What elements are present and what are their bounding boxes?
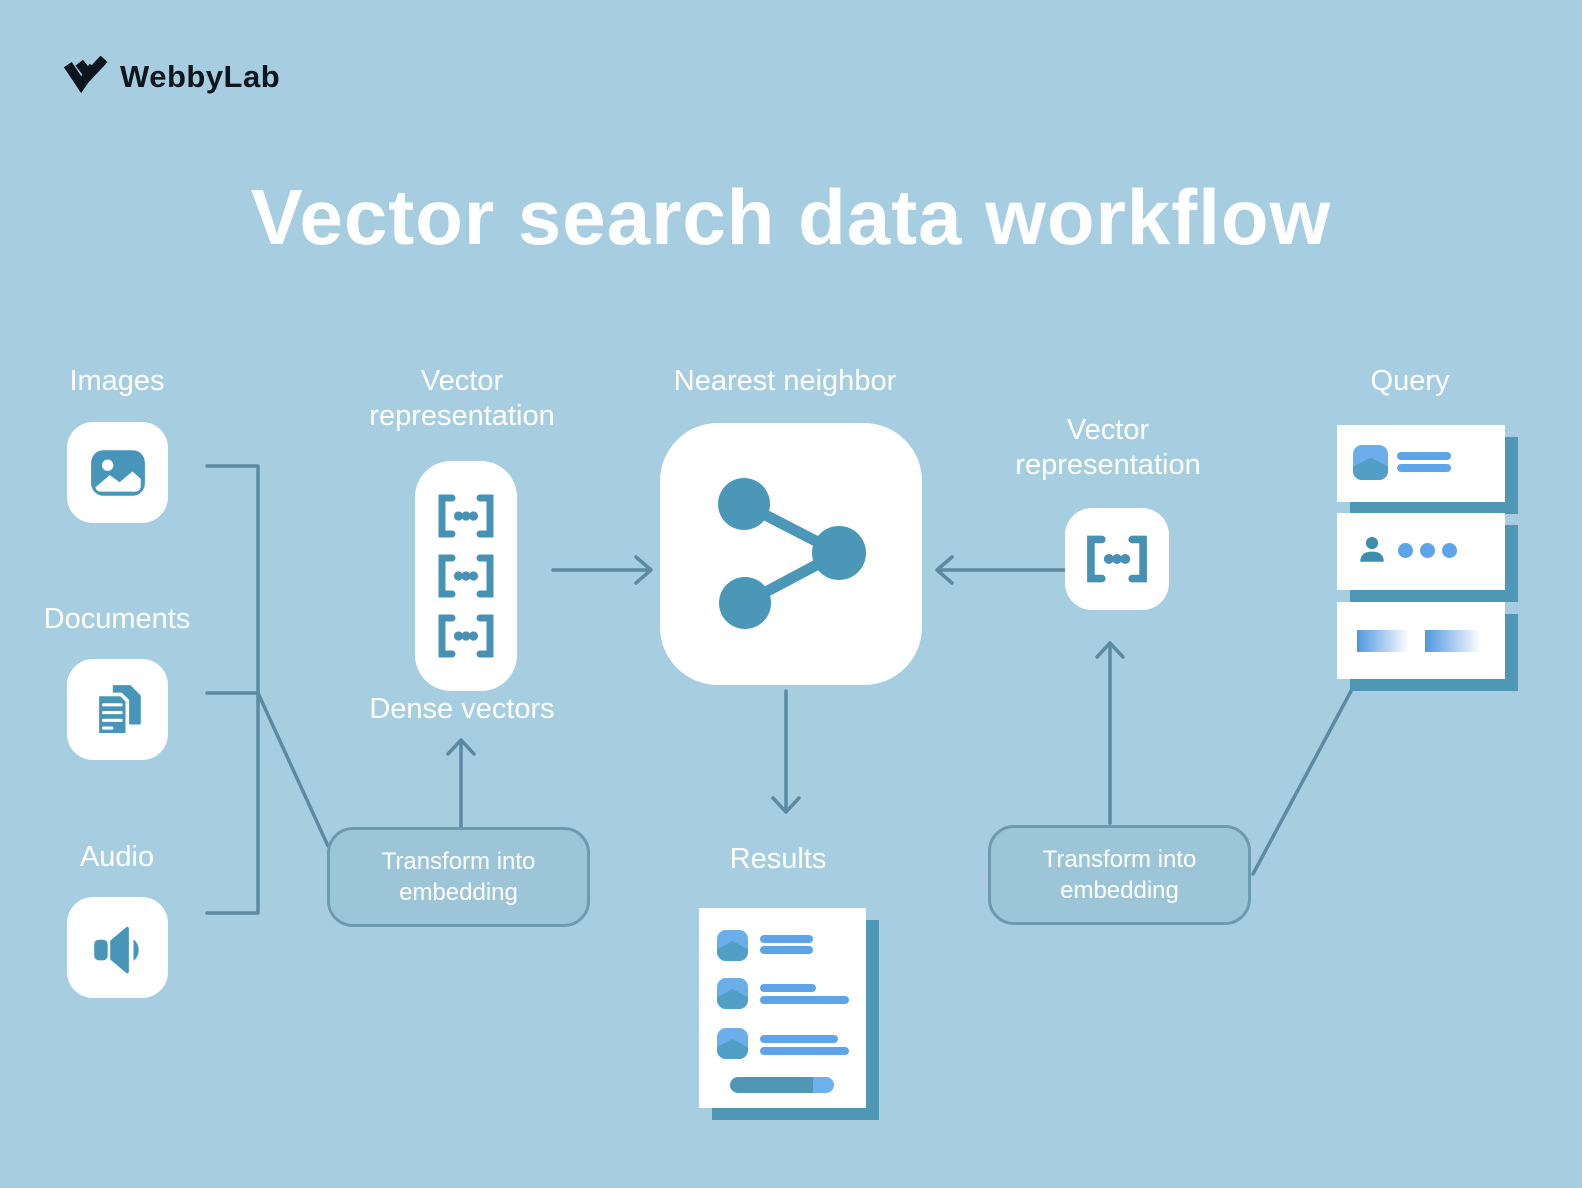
gradient-bar	[1425, 630, 1481, 652]
content-thumbnail-icon	[1353, 445, 1388, 480]
content-thumbnail-icon	[717, 1028, 748, 1059]
images-card	[67, 422, 168, 523]
ellipsis-dot	[1420, 543, 1435, 558]
image-icon	[90, 449, 145, 496]
documents-card	[67, 659, 168, 760]
dense-heading: Vector representation	[369, 365, 555, 433]
text-line	[1397, 452, 1451, 460]
transform-embedding-left: Transform into embedding	[327, 827, 590, 927]
dense-vectors-card	[415, 461, 517, 691]
logo-text: WebbyLab	[120, 59, 281, 94]
sources-bracket-line	[205, 464, 260, 915]
nearest-neighbor-card	[660, 423, 922, 685]
vector-brackets-icon	[1087, 535, 1147, 583]
nearest-neighbor-heading: Nearest neighbor	[673, 365, 897, 397]
query-card-3	[1337, 602, 1518, 691]
text-line	[760, 984, 816, 992]
ellipsis-dot	[1442, 543, 1457, 558]
text-line	[760, 946, 813, 954]
webbylab-mark-icon	[63, 56, 108, 94]
qvector-to-nn-arrow	[935, 555, 1067, 585]
query-card-1	[1337, 425, 1518, 514]
content-thumbnail-icon	[717, 930, 748, 961]
content-thumbnail-icon	[717, 978, 748, 1009]
transform-to-qvector-arrow	[1095, 641, 1125, 825]
sources-to-transform-line	[256, 691, 330, 848]
text-line	[1397, 464, 1451, 472]
dense-caption: Dense vectors	[369, 693, 555, 725]
documents-icon	[95, 684, 141, 737]
user-icon	[1360, 536, 1384, 562]
results-progress-bar	[730, 1077, 834, 1093]
graph-share-icon	[718, 478, 866, 629]
vector-brackets-icon	[438, 554, 494, 598]
gradient-bar	[1357, 630, 1409, 652]
transform-to-dense-arrow	[446, 738, 476, 830]
text-line	[760, 996, 849, 1004]
dense-to-nn-arrow	[551, 555, 653, 585]
images-label: Images	[69, 365, 165, 397]
results-card	[699, 908, 879, 1120]
text-line	[760, 935, 813, 943]
audio-icon	[93, 926, 139, 973]
text-line	[760, 1047, 849, 1055]
page-title: Vector search data workflow	[250, 173, 1332, 261]
query-vector-card	[1065, 508, 1169, 610]
query-card-2	[1337, 513, 1518, 602]
ellipsis-dot	[1398, 543, 1413, 558]
transform-embedding-right: Transform into embedding	[988, 825, 1251, 925]
results-heading: Results	[729, 843, 827, 875]
documents-label: Documents	[43, 603, 191, 635]
audio-label: Audio	[79, 841, 155, 873]
vector-brackets-icon	[438, 494, 494, 538]
query-vector-heading: Vector representation	[1015, 414, 1201, 482]
webbylab-logo: WebbyLab	[62, 56, 280, 98]
vector-brackets-icon	[438, 614, 494, 658]
text-line	[760, 1035, 838, 1043]
query-to-transform-line	[1251, 676, 1360, 876]
audio-card	[67, 897, 168, 998]
nn-to-results-arrow	[771, 689, 801, 814]
query-heading: Query	[1370, 365, 1450, 397]
